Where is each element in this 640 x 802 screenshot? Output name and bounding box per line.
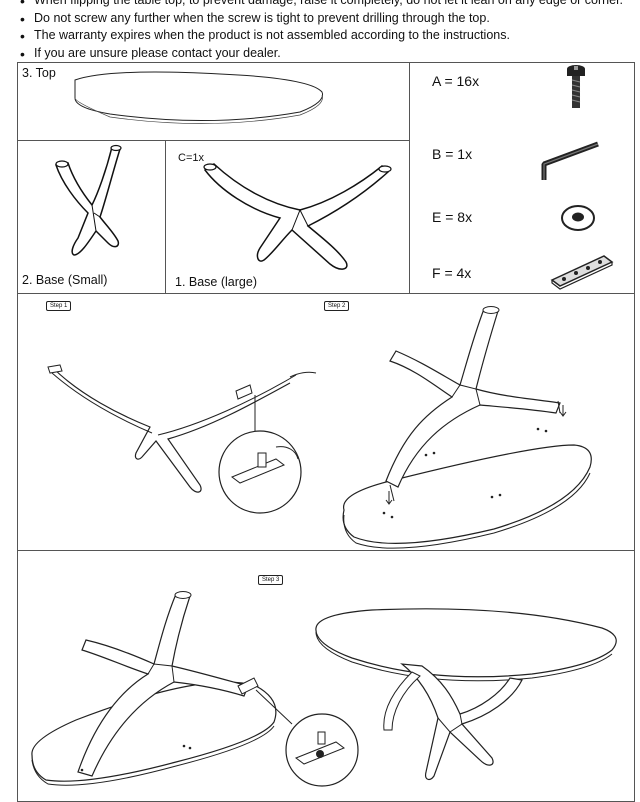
step-1-badge: Step 1 (46, 301, 72, 311)
tabletop-illustration (70, 68, 330, 128)
instruction-item: The warranty expires when the product is… (20, 27, 635, 45)
base-large-qty: C=1x (178, 152, 204, 164)
step-3-assembly-illustration (26, 590, 366, 795)
base-large-illustration (200, 160, 400, 280)
instruction-item: When flipping the table top, to prevent … (20, 0, 635, 10)
screw-icon (567, 65, 585, 108)
top-part-label: 3. Top (22, 66, 56, 80)
base-small-label: 2. Base (Small) (22, 273, 108, 287)
instruction-item: If you are unsure please contact your de… (20, 45, 635, 62)
hardware-f-label: F = 4x (432, 265, 472, 281)
step-2-badge: Step 2 (324, 301, 350, 311)
hardware-a-label: A = 16x (432, 73, 480, 89)
base-small-illustration (48, 143, 138, 263)
hardware-e-label: E = 8x (432, 209, 473, 225)
step-1-illustration (40, 355, 320, 525)
allen-key-icon (540, 138, 604, 186)
mounting-plate-icon (548, 250, 616, 290)
instruction-item: Do not screw any further when the screw … (20, 10, 635, 27)
step-3-badge: Step 3 (258, 575, 284, 585)
washer-icon (558, 202, 598, 232)
hardware-b-label: B = 1x (432, 146, 473, 162)
finished-table-illustration (312, 600, 627, 795)
step-2-illustration (334, 305, 599, 550)
instruction-list: When flipping the table top, to prevent … (20, 0, 635, 62)
base-large-label: 1. Base (large) (175, 275, 257, 289)
